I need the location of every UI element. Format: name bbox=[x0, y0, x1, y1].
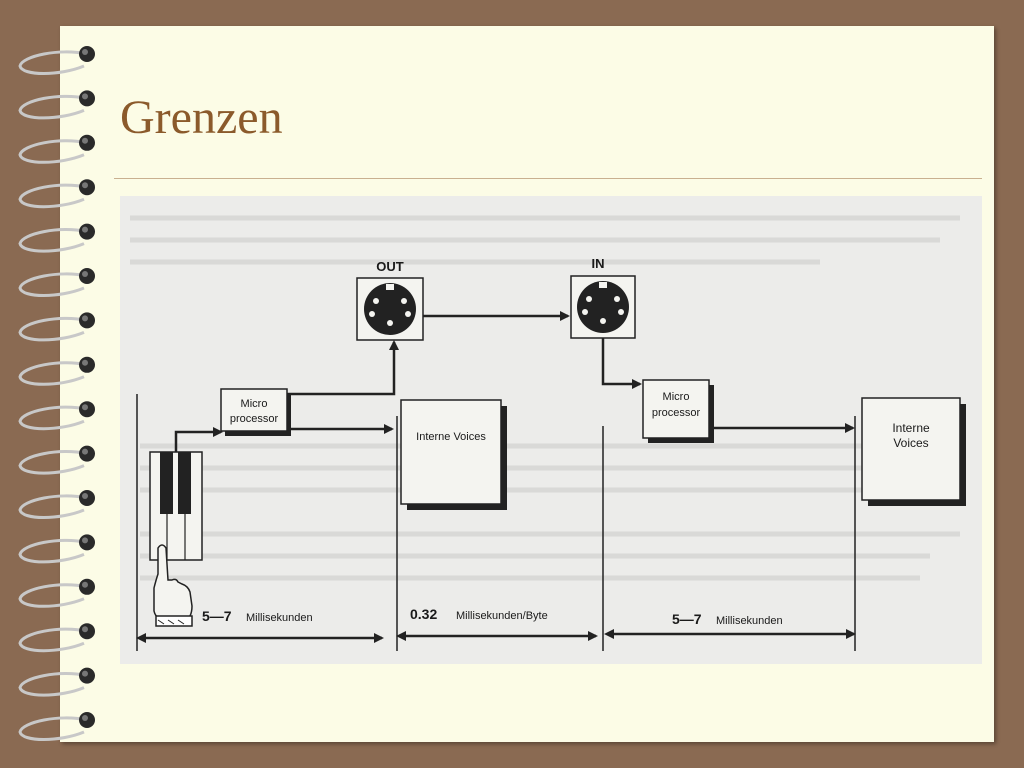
binding-hole-highlight bbox=[82, 493, 88, 499]
scan-background-texture bbox=[130, 215, 960, 581]
title-divider bbox=[114, 178, 982, 179]
binding-hole-highlight bbox=[82, 315, 88, 322]
micro-right-line2: processor bbox=[652, 407, 701, 419]
interne-voices-left: Interne Voices bbox=[400, 399, 507, 510]
binding-ring bbox=[18, 450, 87, 475]
time-label-right: 5—7 Millisekunden bbox=[672, 611, 783, 627]
binding-ring bbox=[18, 627, 87, 653]
binding-hole-highlight bbox=[82, 271, 88, 277]
binding-hole-highlight bbox=[82, 670, 88, 677]
binding-ring bbox=[18, 316, 87, 342]
slide-title: Grenzen bbox=[120, 91, 283, 144]
time-left-unit: Millisekunden bbox=[246, 612, 313, 624]
binding-hole-highlight bbox=[82, 49, 88, 55]
voices-right-line2: Voices bbox=[893, 436, 928, 450]
binding-hole-highlight bbox=[82, 359, 88, 366]
micro-processor-left: Micro processor bbox=[220, 388, 291, 436]
in-label: IN bbox=[592, 256, 605, 271]
binding-hole-highlight bbox=[82, 137, 88, 144]
binding-ring bbox=[18, 228, 87, 253]
voices-right-line1: Interne bbox=[892, 421, 930, 435]
binding-ring bbox=[18, 50, 87, 75]
binding-hole-highlight bbox=[82, 404, 88, 411]
arrow-in-to-micro bbox=[601, 338, 642, 389]
interne-voices-right: Interne Voices bbox=[861, 397, 966, 506]
binding-ring bbox=[18, 361, 87, 386]
arrow-keyboard-to-micro bbox=[174, 427, 223, 452]
binding-ring bbox=[18, 672, 87, 697]
time-left-value: 5—7 bbox=[202, 608, 232, 624]
binding-ring bbox=[18, 716, 87, 741]
out-label: OUT bbox=[376, 259, 404, 274]
micro-left-line2: processor bbox=[230, 413, 279, 425]
binding-ring bbox=[18, 183, 87, 209]
binding-ring bbox=[18, 405, 87, 431]
binding-ring bbox=[18, 272, 87, 297]
binding-ring bbox=[18, 494, 87, 519]
spiral-binding bbox=[18, 46, 95, 741]
midi-out-port: OUT bbox=[356, 259, 424, 341]
micro-processor-right: Micro processor bbox=[642, 379, 714, 443]
micro-left-line1: Micro bbox=[241, 398, 268, 410]
binding-ring bbox=[18, 94, 87, 120]
time-label-left: 5—7 Millisekunden bbox=[202, 608, 313, 624]
binding-hole-highlight bbox=[82, 626, 88, 633]
binding-hole-highlight bbox=[82, 581, 88, 588]
binding-ring bbox=[18, 538, 87, 564]
time-label-mid: 0.32 Millisekunden/Byte bbox=[410, 606, 548, 622]
binding-hole-highlight bbox=[82, 537, 88, 544]
midi-latency-diagram: Micro processor OUT IN bbox=[120, 196, 982, 664]
time-mid-unit: Millisekunden/Byte bbox=[456, 610, 548, 622]
binding-hole-highlight bbox=[82, 226, 88, 233]
midi-in-port: IN bbox=[570, 256, 636, 339]
time-mid-value: 0.32 bbox=[410, 606, 437, 622]
binding-hole-highlight bbox=[82, 182, 88, 189]
time-right-value: 5—7 bbox=[672, 611, 702, 627]
pressing-hand-icon bbox=[153, 544, 193, 627]
voices-left-label: Interne Voices bbox=[416, 431, 486, 443]
keyboard-icon bbox=[149, 451, 203, 561]
binding-ring bbox=[18, 583, 87, 608]
binding-hole-highlight bbox=[82, 715, 88, 721]
binding-ring bbox=[18, 139, 87, 164]
micro-right-line1: Micro bbox=[663, 391, 690, 403]
time-right-unit: Millisekunden bbox=[716, 615, 783, 627]
binding-hole-highlight bbox=[82, 448, 88, 455]
arrow-micro-to-out bbox=[287, 340, 399, 396]
binding-hole-highlight bbox=[82, 93, 88, 100]
